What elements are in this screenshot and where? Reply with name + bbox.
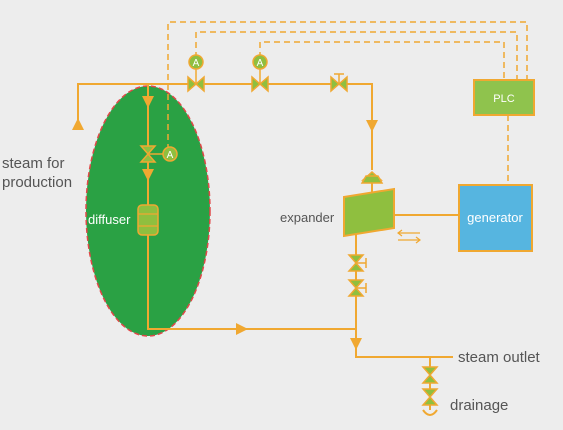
signal-arrows bbox=[397, 229, 421, 244]
drainage-label: drainage bbox=[450, 397, 508, 414]
steam-outlet-label: steam outlet bbox=[458, 349, 541, 366]
steam-for-production-label: steam for bbox=[2, 155, 65, 172]
svg-text:A: A bbox=[167, 150, 174, 161]
signal-lines bbox=[167, 21, 528, 185]
expander-label: expander bbox=[280, 210, 335, 225]
valve-icon bbox=[422, 366, 438, 384]
valve-icon bbox=[422, 388, 438, 406]
svg-text:A: A bbox=[193, 58, 200, 69]
plc-box bbox=[473, 79, 535, 116]
flow-arrow-icon bbox=[72, 96, 378, 350]
drain-icon bbox=[422, 409, 438, 416]
steam-for-production-label: production bbox=[2, 174, 72, 191]
actuator-icon: A bbox=[252, 54, 268, 84]
diffuser-label: diffuser bbox=[88, 212, 131, 227]
plc-label: PLC bbox=[493, 93, 514, 105]
generator-label: generator bbox=[467, 210, 523, 225]
generator-box bbox=[458, 184, 533, 252]
expander-turbine-icon bbox=[343, 170, 395, 238]
actuator-icon: A bbox=[148, 146, 178, 162]
manual-valve bbox=[330, 73, 348, 92]
svg-text:A: A bbox=[257, 58, 264, 69]
diffuser-tank-icon bbox=[137, 204, 159, 236]
manual-valve bbox=[348, 279, 367, 297]
manual-valve bbox=[348, 254, 367, 272]
actuator-icon: A bbox=[188, 54, 204, 84]
